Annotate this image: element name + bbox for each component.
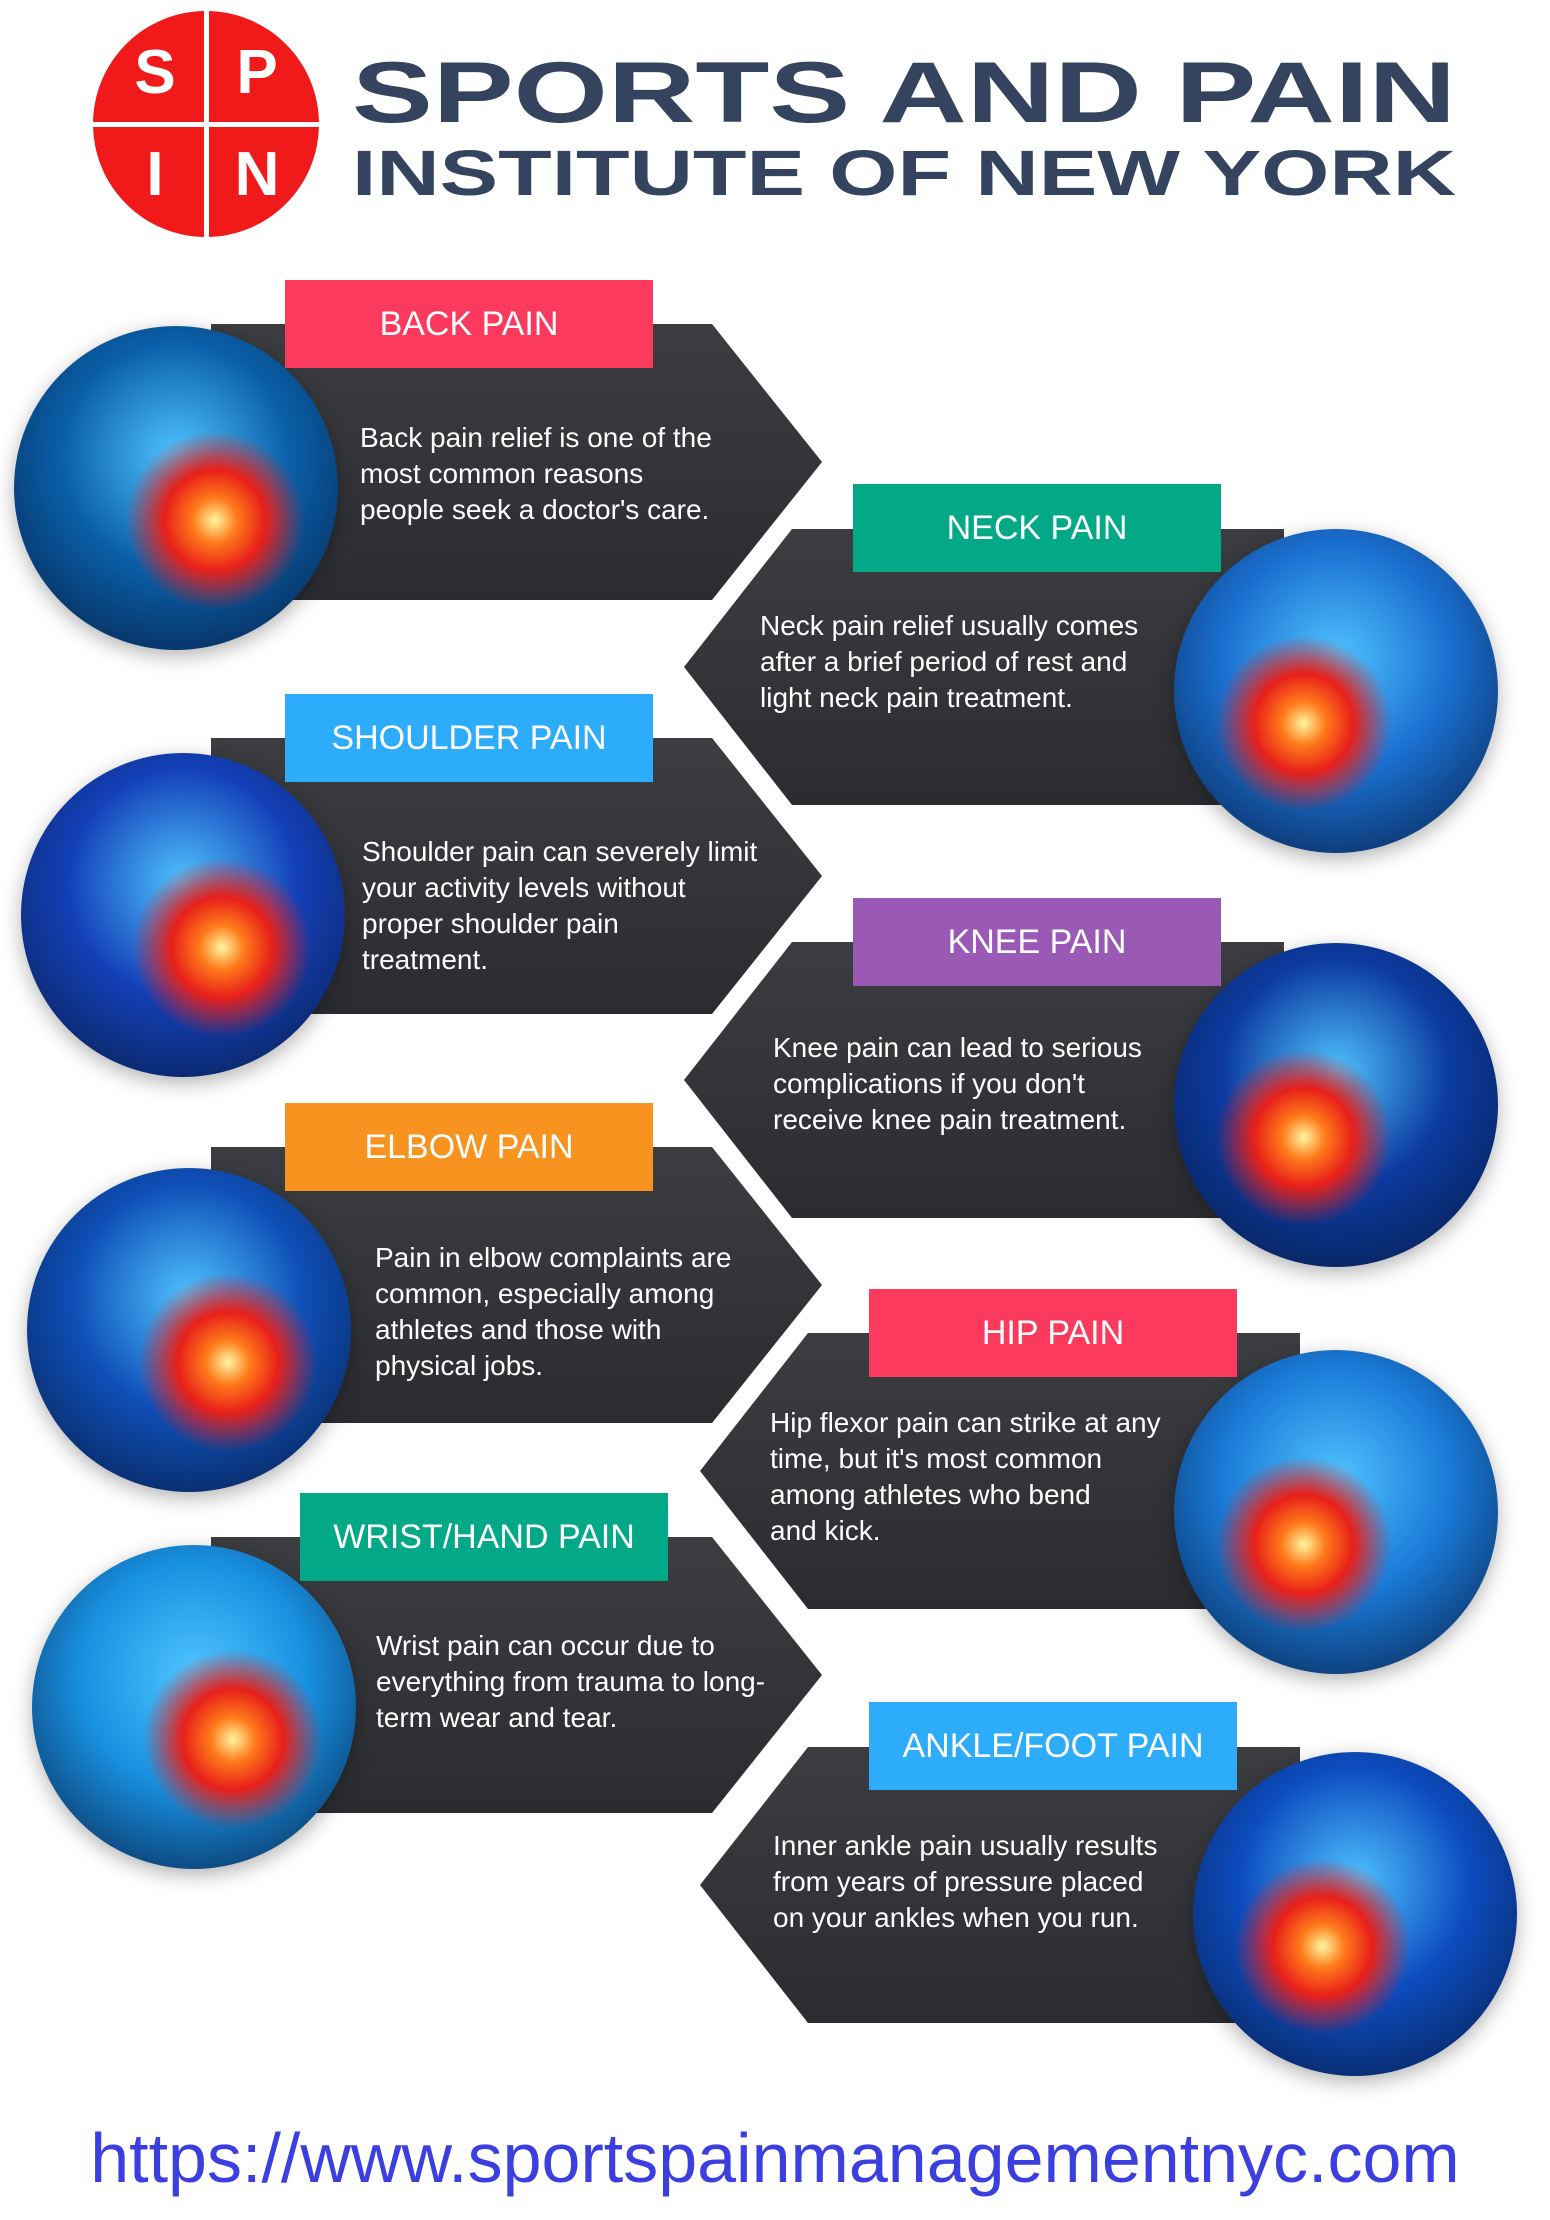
brand-title-line1: SPORTS AND PAIN <box>352 45 1456 141</box>
shoulder-image <box>21 753 345 1077</box>
website-url-link[interactable]: https://www.sportspainmanagementnyc.com <box>90 2119 1460 2197</box>
section-description: Pain in elbow complaints are common, esp… <box>375 1242 732 1381</box>
logo-letter: N <box>234 140 280 209</box>
section-description: Wrist pain can occur due to everything f… <box>376 1630 766 1733</box>
section-label: ANKLE/FOOT PAIN <box>869 1702 1237 1790</box>
section-description: Hip flexor pain can strike at any time, … <box>770 1407 1161 1546</box>
section-description: Neck pain relief usually comes after a b… <box>760 610 1139 713</box>
section-description: Shoulder pain can severely limit your ac… <box>362 836 758 975</box>
logo-letter: P <box>236 38 278 107</box>
wrist-image <box>32 1545 356 1869</box>
section-label: WRIST/HAND PAIN <box>300 1493 668 1581</box>
back-spine-image <box>14 326 338 650</box>
neck-image <box>1174 529 1498 853</box>
section-label: SHOULDER PAIN <box>285 694 653 782</box>
section-description: Knee pain can lead to serious complicati… <box>773 1032 1142 1135</box>
section-label: BACK PAIN <box>285 280 653 368</box>
section-label: HIP PAIN <box>869 1289 1237 1377</box>
section-label: KNEE PAIN <box>853 898 1221 986</box>
spin-logo: S P I N <box>93 11 319 237</box>
logo-divider <box>93 122 319 127</box>
brand-title-line2: INSTITUTE OF NEW YORK <box>352 137 1456 209</box>
elbow-image <box>27 1168 351 1492</box>
logo-letter: I <box>146 140 164 209</box>
brand-title: SPORTS AND PAIN INSTITUTE OF NEW YORK <box>352 45 1456 209</box>
logo-letter: S <box>134 38 176 107</box>
section-label: ELBOW PAIN <box>285 1103 653 1191</box>
ankle-image <box>1193 1752 1517 2076</box>
section-label: NECK PAIN <box>853 484 1221 572</box>
section-description: Back pain relief is one of the most comm… <box>360 422 712 525</box>
knee-image <box>1174 943 1498 1267</box>
section-description: Inner ankle pain usually results from ye… <box>773 1830 1158 1933</box>
hip-image <box>1174 1350 1498 1674</box>
